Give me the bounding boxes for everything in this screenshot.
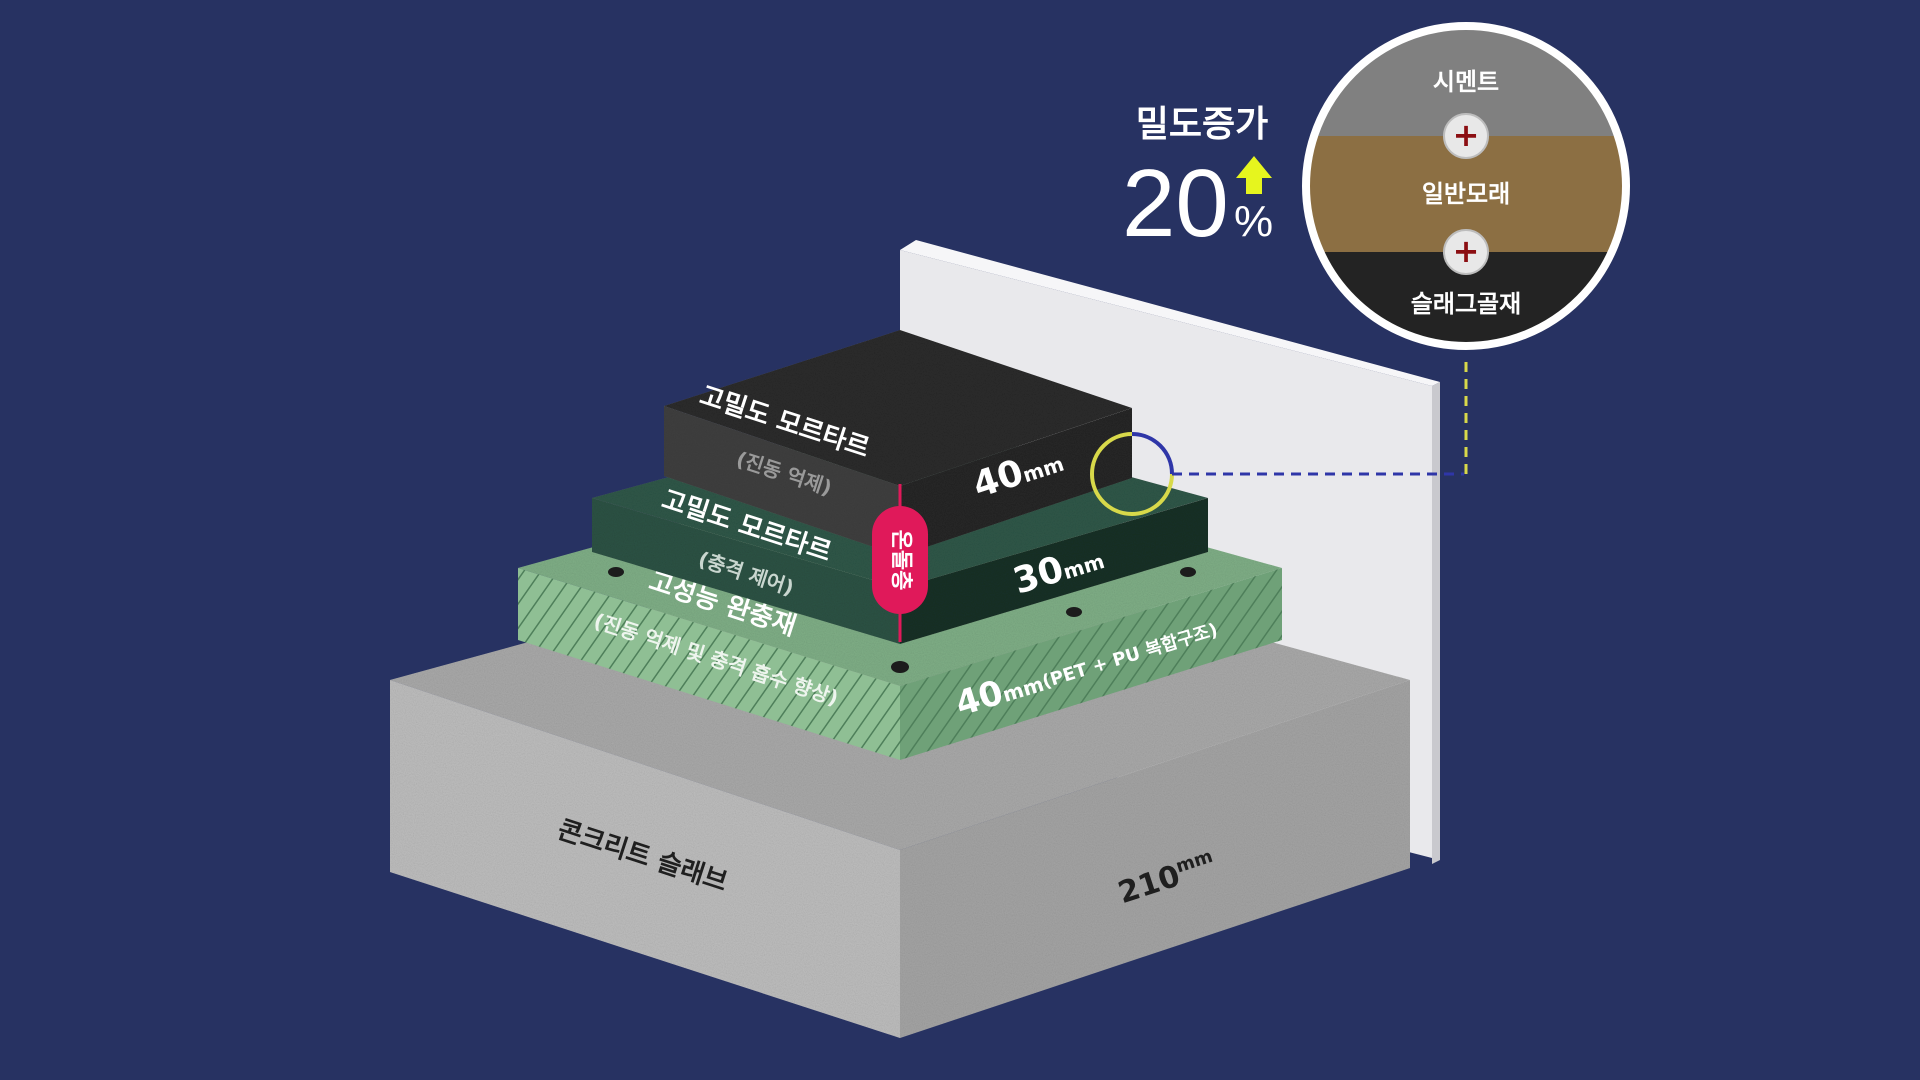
plus-icon: + — [1443, 229, 1489, 275]
density-value: 20 — [1122, 150, 1229, 257]
svg-text:+: + — [1453, 232, 1480, 270]
mix-circle: 시멘트 일반모래 슬래그골재 + + — [1302, 22, 1630, 350]
top-mortar-layer: 고밀도 모르타르 (진동 억제) 40mm — [664, 330, 1132, 556]
mix-slag: 슬래그골재 — [1411, 290, 1521, 318]
plus-icon: + — [1443, 113, 1489, 159]
up-arrow-icon — [1236, 156, 1272, 194]
svg-text:+: + — [1453, 116, 1480, 154]
mix-cement: 시멘트 — [1433, 68, 1499, 96]
ondol-label: 온돌층 — [888, 530, 913, 591]
mix-sand: 일반모래 — [1422, 180, 1510, 208]
ondol-marker: 온돌층 — [872, 484, 928, 642]
leader-line — [1172, 358, 1468, 476]
density-callout: 밀도증가 20 % — [1122, 104, 1273, 257]
density-label: 밀도증가 — [1136, 104, 1268, 145]
density-unit: % — [1234, 197, 1273, 246]
cushion-holes — [608, 567, 1196, 673]
zoom-marker — [1090, 432, 1174, 516]
